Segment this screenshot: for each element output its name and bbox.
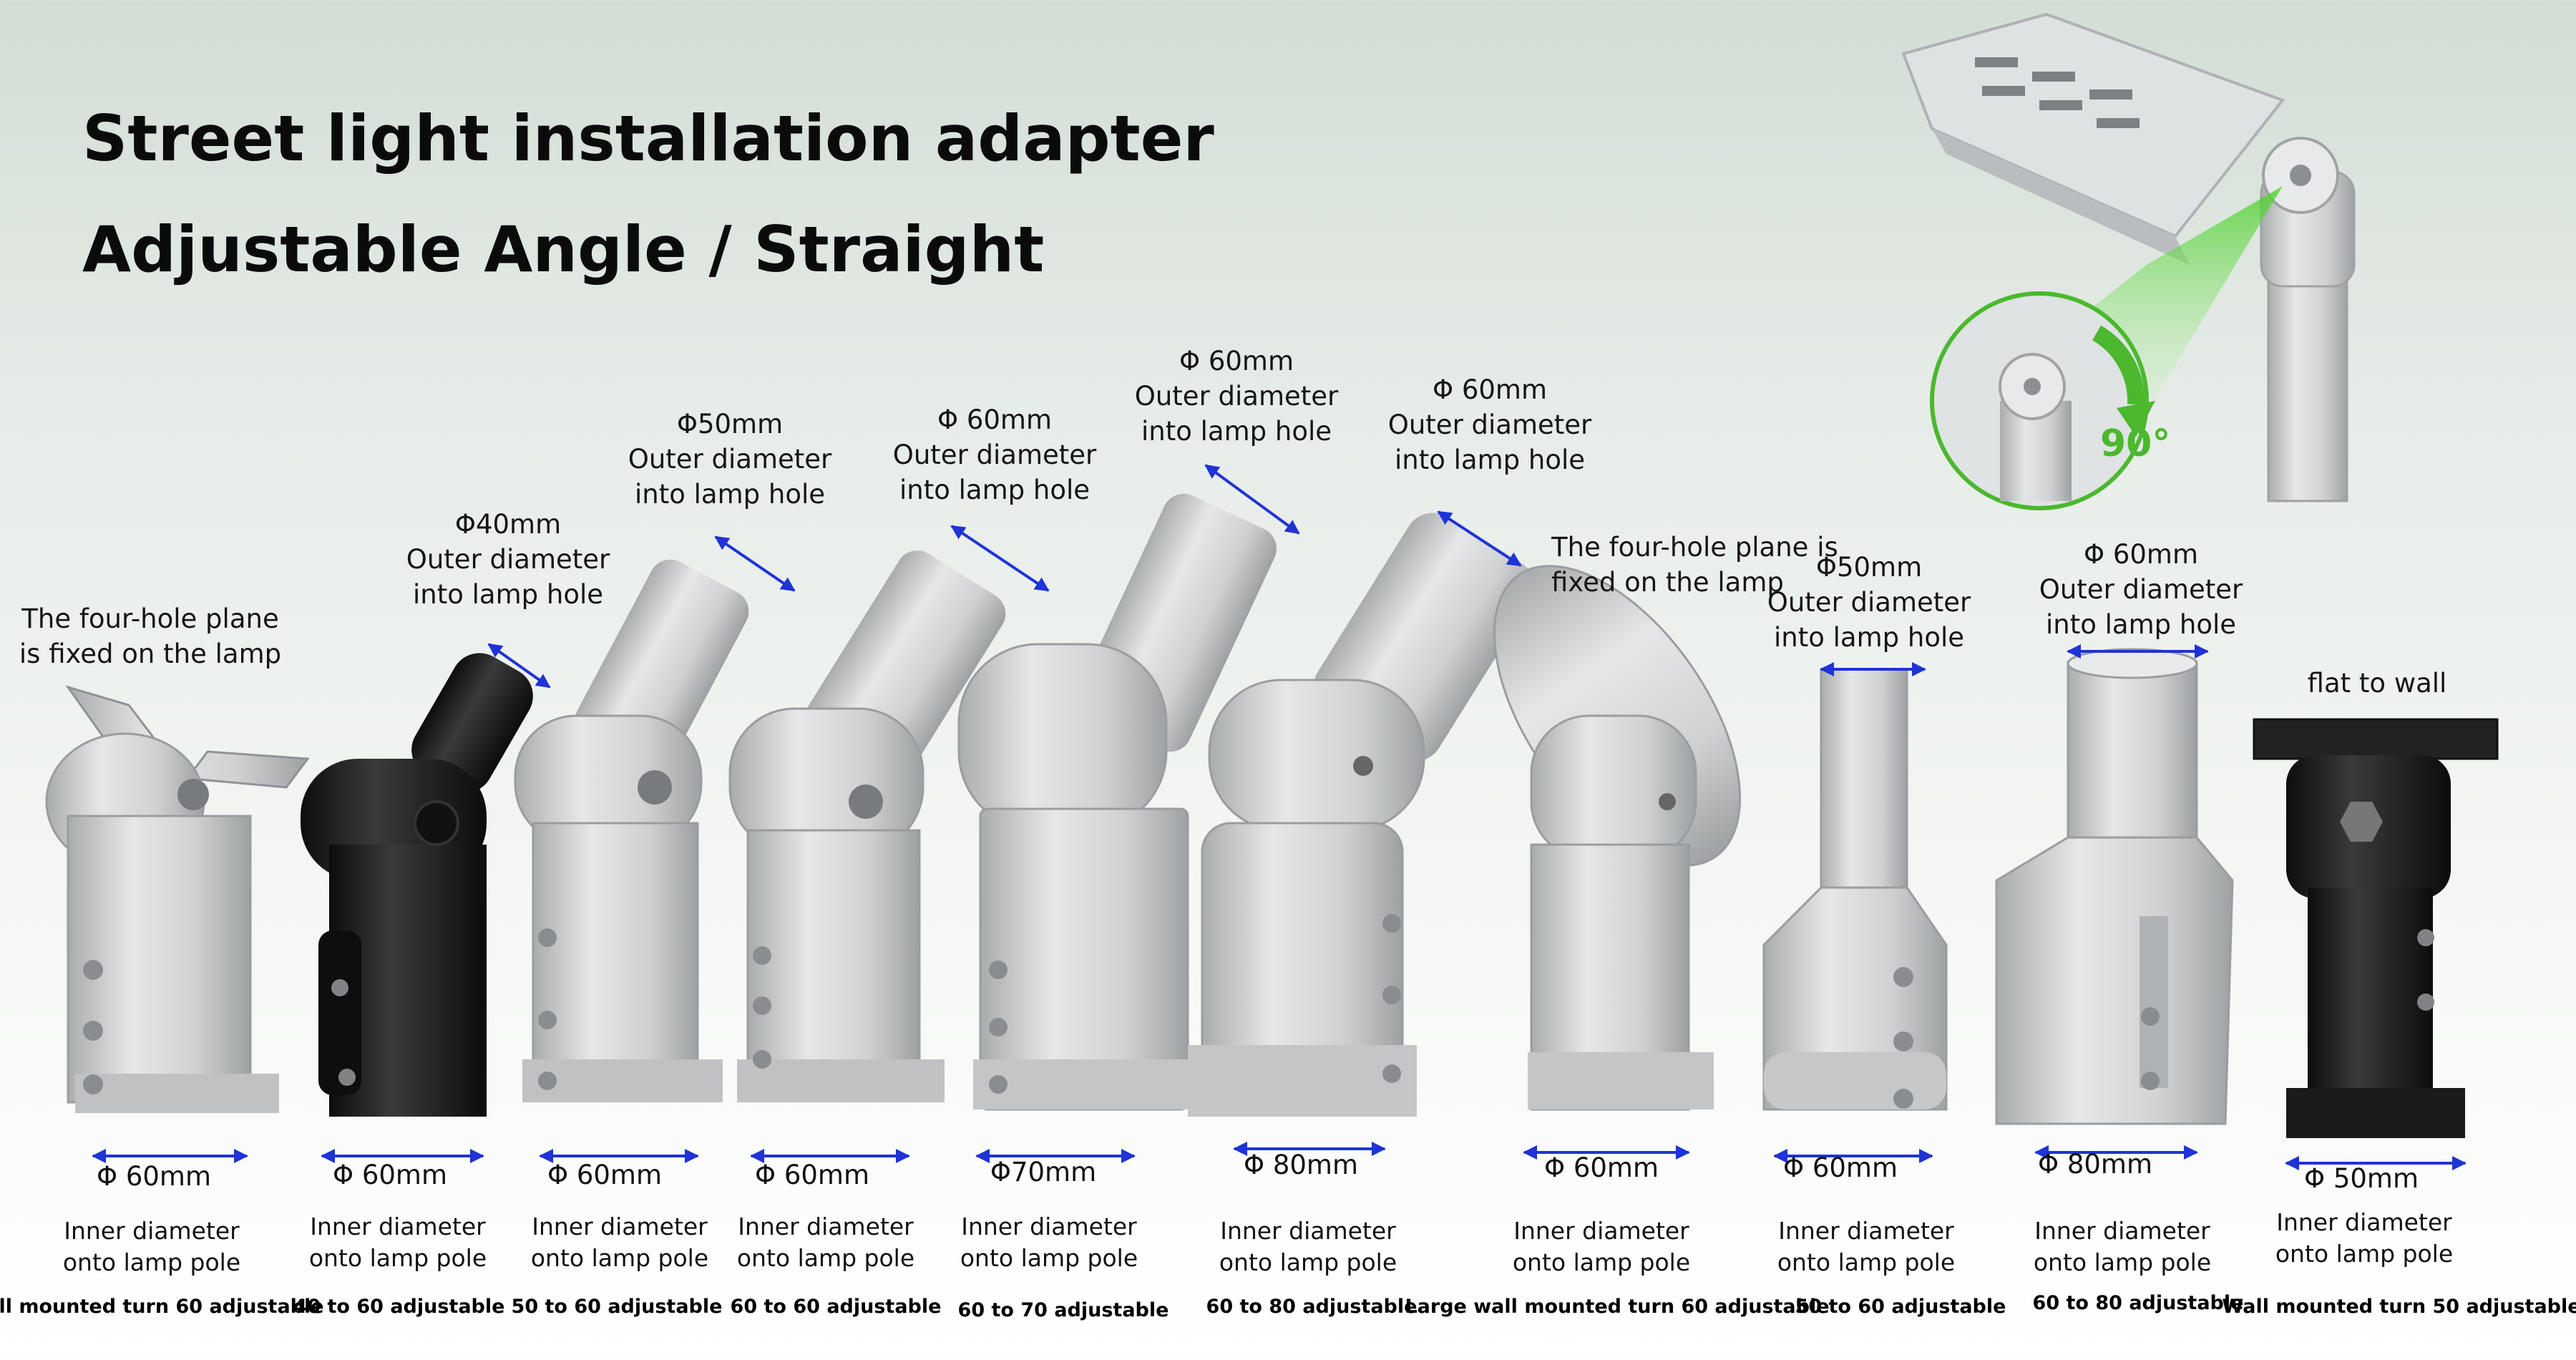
inner-dim-8: Φ 60mm: [1782, 1152, 1898, 1183]
inner-dim-6: Φ 80mm: [1243, 1150, 1359, 1180]
inner-dim-4: Φ 60mm: [754, 1160, 870, 1190]
inner-dim-1: Φ 60mm: [96, 1161, 212, 1192]
adapter-9: [1995, 648, 2234, 1125]
adapter-2: [301, 653, 533, 1117]
adapter-4: [728, 550, 1006, 1102]
adapter-5: [957, 493, 1277, 1111]
inner-dim-3: Φ 60mm: [547, 1160, 663, 1190]
caption-6: 60 to 80 adjustable: [1206, 1296, 1418, 1318]
angle-label: 90°: [2100, 422, 2171, 465]
page-title: Street light installation adapter: [82, 102, 1214, 175]
inner-dim-2: Φ 60mm: [332, 1160, 448, 1190]
bottom-dimension-arrows: [92, 1142, 2467, 1170]
caption-1: Wall mounted turn 60 adjustable: [0, 1296, 324, 1318]
page-subtitle: Adjustable Angle / Straight: [82, 213, 1045, 286]
adapter-6: [1188, 513, 1535, 1117]
caption-4: 60 to 60 adjustable: [730, 1296, 942, 1318]
adapter-3: [514, 559, 749, 1102]
inner-dim-9: Φ 80mm: [2037, 1149, 2153, 1180]
adapter-1: [45, 685, 310, 1113]
inner-dim-5: Φ70mm: [990, 1157, 1097, 1187]
caption-5: 60 to 70 adjustable: [957, 1299, 1169, 1321]
caption-3: 50 to 60 adjustable: [511, 1296, 723, 1318]
inner-dim-10: Φ 50mm: [2303, 1163, 2419, 1194]
flat-to-wall-note: flat to wall: [2307, 668, 2447, 699]
inner-dim-7: Φ 60mm: [1543, 1152, 1659, 1183]
caption-8: 50 to 60 adjustable: [1795, 1296, 2006, 1318]
caption-2: 40 to 60 adjustable: [293, 1296, 505, 1318]
caption-7: Large wall mounted turn 60 adjustable: [1405, 1296, 1830, 1318]
street-lamp-image: [1901, 12, 2356, 510]
caption-9: 60 to 80 adjustable: [2032, 1292, 2244, 1314]
top-dimension-arrows: [487, 464, 2209, 689]
adapter-7: [1493, 565, 1742, 1111]
adapter-10: [2253, 718, 2499, 1138]
adapter-8: [1762, 668, 1948, 1111]
caption-10: Wall mounted turn 50 adjustable: [2222, 1296, 2576, 1318]
